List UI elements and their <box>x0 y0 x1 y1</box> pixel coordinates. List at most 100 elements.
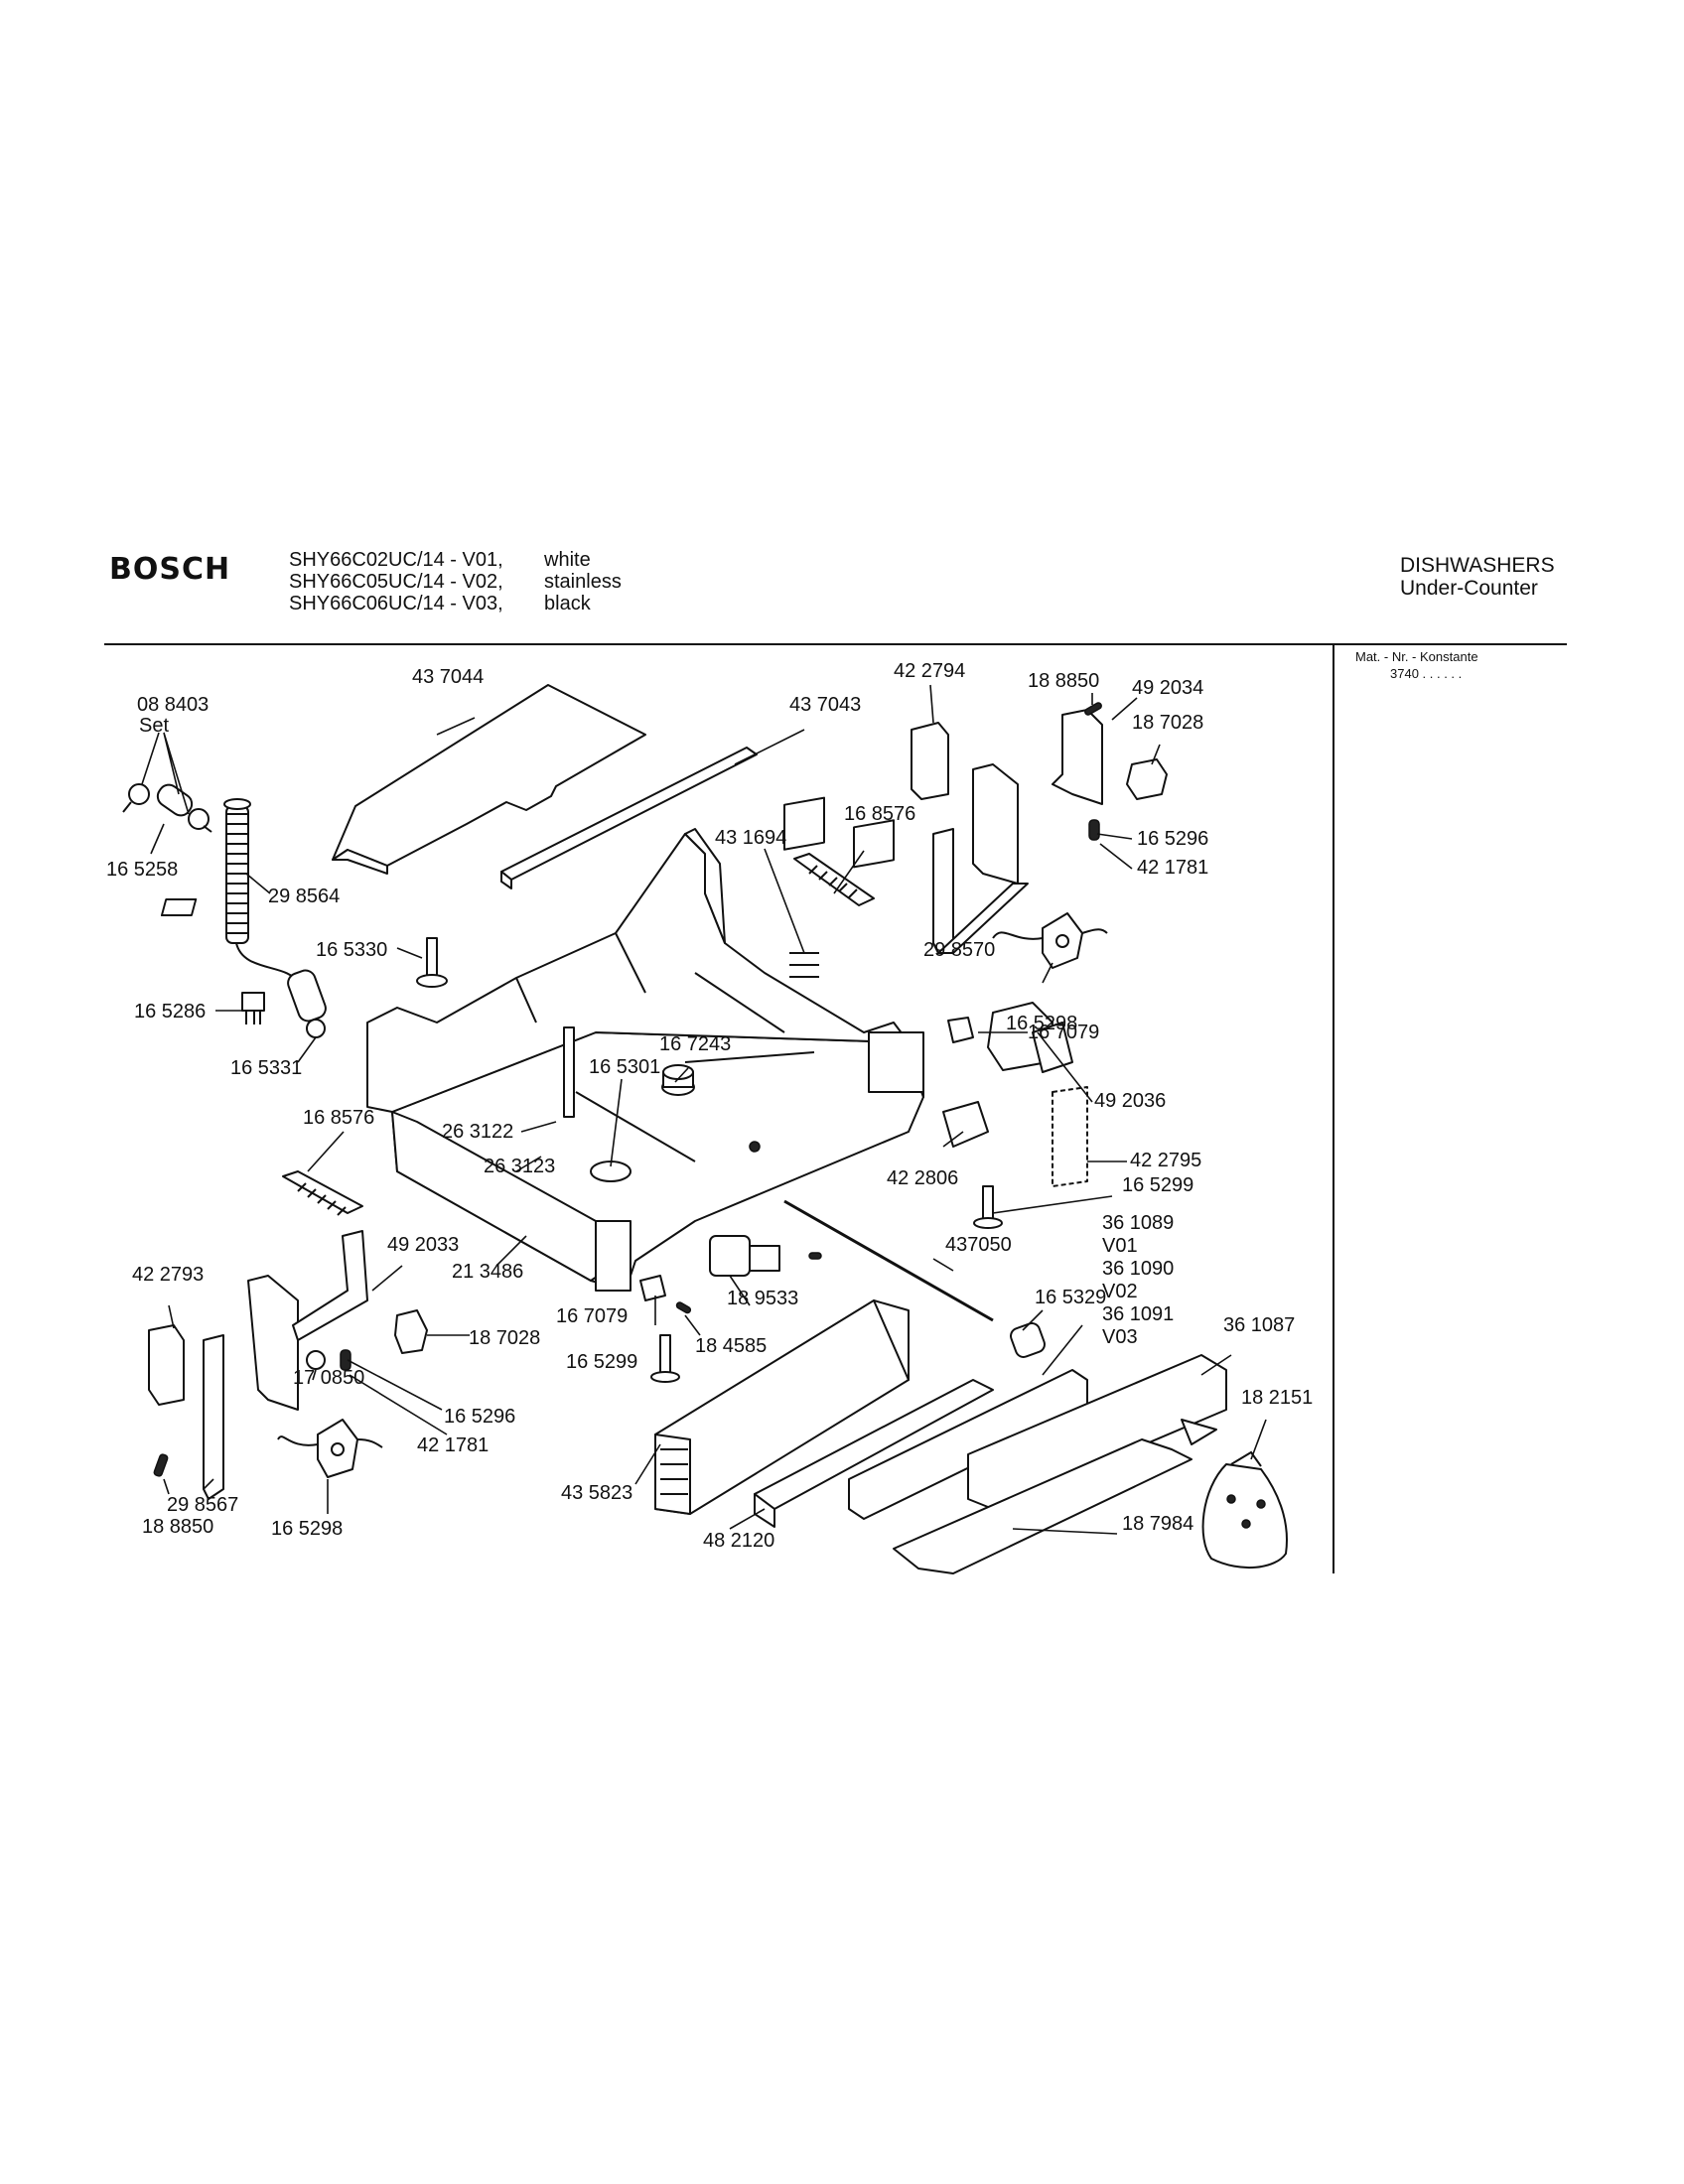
callout-label: 16 5296 <box>444 1406 515 1428</box>
callout-label: 16 5286 <box>134 1001 206 1023</box>
category-title: DISHWASHERS <box>1400 554 1555 577</box>
header-rule <box>104 643 1567 645</box>
part-side-frame-298570 <box>932 763 1029 954</box>
callout-label: 42 2793 <box>132 1264 204 1286</box>
part-pin-170850 <box>306 1350 326 1370</box>
callout-label: 18 7028 <box>469 1327 540 1349</box>
part-clip-167079-right <box>947 1017 974 1043</box>
part-bracket-422793 <box>148 1324 185 1406</box>
part-bracket-492033 <box>292 1230 368 1341</box>
part-bracket-492034 <box>1052 709 1103 805</box>
callout-label: 16 5299 <box>566 1351 637 1373</box>
callout-label: 26 3123 <box>484 1156 555 1177</box>
callout-label: 16 8576 <box>303 1107 374 1129</box>
callout-label: 42 2806 <box>887 1167 958 1189</box>
callout-label: 17 0850 <box>293 1367 364 1389</box>
callout-label: V02 <box>1102 1281 1138 1302</box>
callout-label: 16 5298 <box>1006 1013 1077 1034</box>
callout-label: 18 8850 <box>1028 670 1099 692</box>
callout-label: V01 <box>1102 1235 1138 1257</box>
part-screw-188850-top <box>1084 702 1102 716</box>
part-sensor-165298-top <box>992 912 1108 969</box>
callout-label: 49 2034 <box>1132 677 1203 699</box>
model-code-2: SHY66C05UC/14 - V02, <box>289 571 503 593</box>
part-bracket-422806 <box>942 1101 989 1148</box>
model-color-2: stainless <box>544 571 622 593</box>
part-rod-437050 <box>783 1199 994 1322</box>
part-valve-189533 <box>709 1235 822 1277</box>
callout-label: 49 2033 <box>387 1234 459 1256</box>
model-color-3: black <box>544 593 591 614</box>
callout-label: 16 5296 <box>1137 828 1208 850</box>
part-screw-165330 <box>160 898 448 988</box>
part-gasket-168576-left <box>282 1170 363 1216</box>
part-hardware-bag-182151 <box>1201 1450 1288 1570</box>
callout-label: 42 1781 <box>417 1434 489 1456</box>
part-foot-165329 <box>1010 1322 1046 1358</box>
callout-label: 29 8567 <box>167 1494 238 1516</box>
part-screw-188850-left <box>153 1453 169 1477</box>
part-hose-clamp-set <box>122 783 212 833</box>
part-clip-187028-top <box>1126 758 1168 800</box>
callout-label: 42 1781 <box>1137 857 1208 879</box>
part-kickplate-435823 <box>654 1299 910 1515</box>
callout-labels: 43 7044 43 7043 42 2794 18 8850 49 2034 … <box>106 660 1313 1552</box>
part-screw-184585 <box>675 1301 692 1314</box>
part-clip-187028-left <box>394 1309 428 1354</box>
callout-label: 42 2795 <box>1130 1150 1201 1171</box>
callout-leader-lines <box>141 684 1267 1535</box>
callout-label: 29 8564 <box>268 886 340 907</box>
callout-label: 43 7043 <box>789 694 861 716</box>
part-base-tub <box>366 828 924 1292</box>
callout-label: 16 7243 <box>659 1033 731 1055</box>
model-code-3: SHY66C06UC/14 - V03, <box>289 593 503 614</box>
material-number-value: 3740 . . . . . . <box>1390 666 1463 681</box>
callout-label: 26 3122 <box>442 1121 513 1143</box>
callout-label: 16 5298 <box>271 1518 343 1540</box>
part-spring-165296-left <box>340 1349 351 1371</box>
callout-label: 29 8570 <box>923 939 995 961</box>
part-clip-165286 <box>241 992 265 1024</box>
callout-label: 18 7028 <box>1132 712 1203 734</box>
part-side-frame-298567 <box>203 1275 299 1500</box>
model-color-1: white <box>544 549 591 571</box>
callout-label: 437050 <box>945 1234 1012 1256</box>
part-sensor-165298-left <box>277 1419 383 1478</box>
callout-label: 16 5299 <box>1122 1174 1193 1196</box>
model-code-1: SHY66C02UC/14 - V01, <box>289 549 503 571</box>
part-strip-187984 <box>893 1438 1193 1574</box>
category-subtitle: Under-Counter <box>1400 577 1538 600</box>
material-number-title: Mat. - Nr. - Konstante <box>1355 649 1478 664</box>
callout-label: 18 9533 <box>727 1288 798 1309</box>
callout-label: 48 2120 <box>703 1530 774 1552</box>
callout-label: 36 1087 <box>1223 1314 1295 1336</box>
callout-label: 36 1091 <box>1102 1303 1174 1325</box>
part-clip-167079-mid <box>639 1275 666 1301</box>
callout-label: 21 3486 <box>452 1261 523 1283</box>
callout-label: 16 5330 <box>316 939 387 961</box>
callout-label: 49 2036 <box>1094 1090 1166 1112</box>
callout-label: 18 2151 <box>1241 1387 1313 1409</box>
callout-label: 16 5331 <box>230 1057 302 1079</box>
callout-label: 16 5258 <box>106 859 178 881</box>
callout-label: 18 8850 <box>142 1516 213 1538</box>
part-drain-hose <box>223 798 327 1038</box>
part-bracket-422795 <box>1052 1086 1088 1187</box>
callout-label: 43 7044 <box>412 666 484 688</box>
part-screw-165299-right <box>973 1185 1003 1229</box>
callout-label: 36 1090 <box>1102 1258 1174 1280</box>
part-connector-431694 <box>783 796 895 978</box>
callout-label: 43 1694 <box>715 827 786 849</box>
callout-label: 08 8403 <box>137 694 209 716</box>
part-screw-165299-mid <box>650 1334 680 1383</box>
brand-logo: BOSCH <box>109 552 231 587</box>
side-divider <box>1333 645 1334 1573</box>
callout-label: 16 7079 <box>1028 1022 1099 1043</box>
callout-label: 43 5823 <box>561 1482 632 1504</box>
callout-label: 16 8576 <box>844 803 915 825</box>
callout-label: Set <box>139 715 169 737</box>
callout-label: 16 5301 <box>589 1056 660 1078</box>
part-hinge-492036 <box>987 1002 1073 1073</box>
callout-label: 16 5329 <box>1035 1287 1106 1308</box>
callout-label: 18 4585 <box>695 1335 767 1357</box>
